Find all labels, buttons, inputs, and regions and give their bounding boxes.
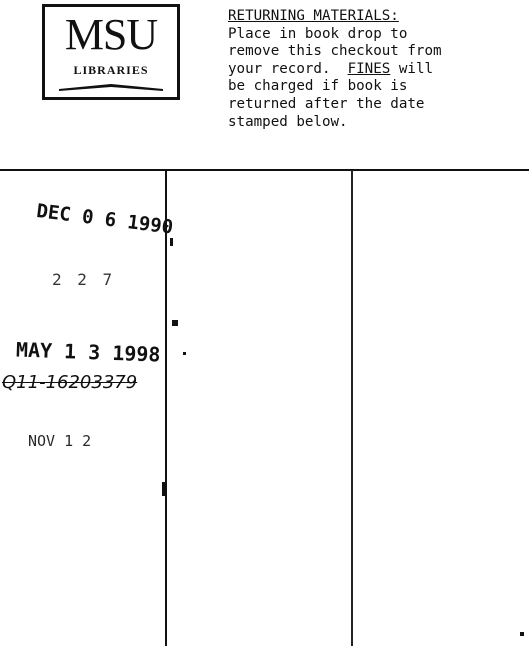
ink-speck bbox=[162, 482, 165, 496]
notice-line: stamped below. bbox=[228, 113, 348, 130]
ink-speck bbox=[172, 320, 178, 326]
due-date-stamp: DEC 0 6 1990 bbox=[35, 200, 175, 239]
logo-title: MSU bbox=[64, 10, 158, 59]
notice-line: remove this checkout from bbox=[228, 43, 442, 60]
due-date-stamp: 2 2 7 bbox=[52, 270, 116, 289]
book-icon bbox=[59, 84, 163, 91]
notice-line: Place in book drop to bbox=[228, 25, 408, 42]
notice-line-text: will bbox=[398, 60, 434, 77]
due-date-stamp: Q11-16203379 bbox=[2, 372, 138, 393]
notice-line: be charged if book is bbox=[228, 78, 408, 95]
date-grid-column-rule bbox=[165, 170, 167, 646]
notice-line: returned after the date bbox=[228, 95, 425, 112]
ink-speck bbox=[183, 352, 186, 355]
returning-materials-notice: RETURNING MATERIALS: Place in book drop … bbox=[228, 8, 524, 131]
fines-word: FINES bbox=[347, 60, 391, 77]
msu-libraries-logo: MSU LIBRARIES bbox=[42, 4, 180, 100]
logo-subtitle: LIBRARIES bbox=[73, 63, 149, 77]
date-grid-column-rule bbox=[351, 170, 353, 646]
ink-speck bbox=[170, 238, 173, 246]
due-date-stamp: MAY 1 3 1998 bbox=[15, 337, 161, 367]
due-date-stamp: NOV 1 2 bbox=[28, 432, 92, 450]
notice-line: your record. FINES will bbox=[228, 61, 524, 79]
notice-line-text: your record. bbox=[228, 60, 331, 77]
ink-speck bbox=[520, 632, 524, 636]
notice-heading: RETURNING MATERIALS: bbox=[228, 8, 399, 24]
date-grid-top-rule bbox=[0, 169, 529, 171]
